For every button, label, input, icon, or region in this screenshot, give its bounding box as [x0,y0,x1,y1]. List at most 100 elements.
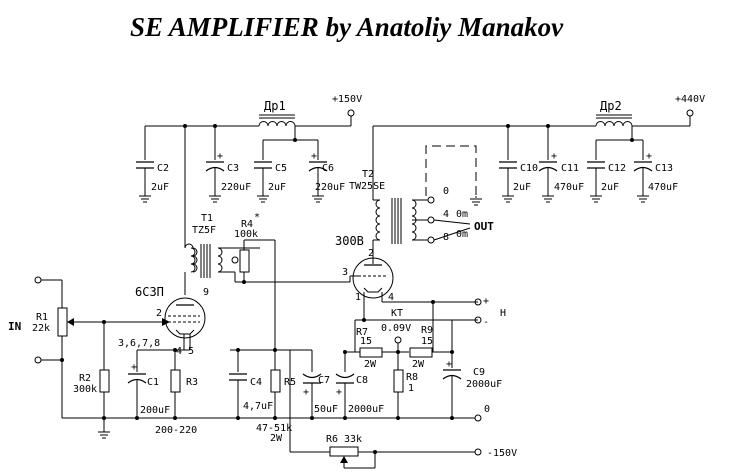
svg-text:R1: R1 [36,312,48,323]
svg-text:3: 3 [342,267,348,278]
svg-text:2000uF: 2000uF [466,379,502,390]
svg-text:4 5: 4 5 [176,346,194,357]
svg-text:0.09V: 0.09V [381,323,411,334]
svg-text:+: + [217,151,223,162]
svg-text:C2: C2 [157,163,169,174]
c10-capacitor: C10 2uF [499,161,538,203]
bias-node: C4 4,7uF R5 47-51k 2W + C7 50uF + C8 200… [229,348,384,444]
svg-text:33k: 33k [344,434,362,445]
svg-text:KT: KT [391,308,403,319]
svg-text:200-220: 200-220 [155,425,197,436]
t2-output-transformer: T2 TW25SE 0 4 8 0m 0m OUT [349,145,494,258]
minus150-label: -150V [487,448,517,459]
ground-rail: 0 [62,404,490,422]
svg-text:1: 1 [408,383,414,394]
svg-text:2uF: 2uF [151,182,169,193]
svg-text:C7: C7 [318,375,330,386]
svg-text:8: 8 [443,232,449,243]
c12-capacitor: C12 2uF [587,161,626,203]
svg-text:2uF: 2uF [601,182,619,193]
svg-text:C4: C4 [250,377,262,388]
svg-text:0: 0 [484,404,490,415]
svg-text:15: 15 [360,336,372,347]
tube-300b: 300B 2 3 1 4 [335,234,394,303]
6s3p-envelope [164,297,206,339]
svg-text:2: 2 [368,248,374,259]
svg-text:9: 9 [203,287,209,298]
svg-text:C11: C11 [561,163,579,174]
svg-text:100k: 100k [234,229,258,240]
c6-capacitor: + C6 220uF [308,151,345,203]
svg-text:200uF: 200uF [140,405,170,416]
svg-text:4: 4 [443,209,449,220]
svg-text:2W: 2W [270,433,283,444]
supply-150v: +150V Др1 C2 2uF [136,94,362,248]
svg-text:+: + [336,387,342,398]
svg-text:R6: R6 [326,434,338,445]
svg-text:C5: C5 [275,163,287,174]
svg-text:-: - [483,317,489,328]
svg-text:2uF: 2uF [268,182,286,193]
svg-text:0: 0 [443,186,449,197]
svg-text:R2: R2 [79,373,91,384]
svg-text:C12: C12 [608,163,626,174]
heater-wiring: + - H KT 0.09V R7 15 2W R9 15 2W R8 1 [343,296,506,418]
svg-text:3,6,7,8: 3,6,7,8 [118,338,160,349]
dr1-coil [258,121,296,127]
svg-text:220uF: 220uF [315,182,345,193]
r2-resistor [99,369,110,393]
svg-text:+: + [551,151,557,162]
svg-text:+: + [131,362,137,373]
r1-potentiometer[interactable] [57,307,68,337]
svg-text:300k: 300k [73,384,97,395]
dr1-label: Др1 [264,99,286,113]
svg-text:+: + [646,151,652,162]
svg-text:R8: R8 [406,372,418,383]
negative-supply: R6 33k -150V [289,350,517,469]
svg-text:T2: T2 [362,169,374,180]
dr2-label: Др2 [600,99,622,113]
c9-capacitor: + C9 2000uF [442,359,502,418]
svg-text:4,7uF: 4,7uF [243,401,273,412]
svg-text:+: + [446,359,452,370]
svg-text:C6: C6 [322,163,334,174]
svg-text:C13: C13 [655,163,673,174]
input-section: IN R1 22k R2 300k [8,276,170,439]
plus150-terminal [347,109,355,117]
t2-primary [375,199,381,241]
input-label: IN [8,320,21,333]
r5-resistor [270,369,281,393]
r3-resistor [170,369,181,393]
input-terminal-hot[interactable] [34,276,42,284]
r4-resistor: R4 * 100k [234,212,350,284]
svg-text:0m: 0m [456,209,468,220]
svg-text:R4: R4 [241,219,253,230]
c2-capacitor: C2 2uF [136,161,169,203]
svg-text:+: + [483,296,489,307]
minus150-terminal[interactable] [474,448,482,456]
r6-potentiometer[interactable] [329,446,359,457]
svg-text:+: + [311,151,317,162]
svg-text:470uF: 470uF [554,182,584,193]
svg-text:22k: 22k [32,323,50,334]
svg-text:C8: C8 [356,375,368,386]
tube-6s3p-label: 6С3П [135,285,164,299]
svg-text:*: * [254,212,260,223]
c3-capacitor: + C3 220uF [205,151,251,203]
ground-terminal[interactable] [474,414,482,422]
tube-6s3p: 6С3П 9 2 3,6,7,8 4 5 [118,285,209,357]
svg-text:2: 2 [156,308,162,319]
dr2-coil [595,121,633,127]
svg-text:220uF: 220uF [221,182,251,193]
input-terminal-ground[interactable] [34,356,42,364]
diagram-title: SE AMPLIFIER by Anatoliy Manakov [130,12,564,42]
plus440-terminal [686,109,694,117]
svg-text:15: 15 [421,336,433,347]
svg-text:47-51k: 47-51k [256,423,292,434]
svg-text:2W: 2W [364,359,377,370]
svg-text:2000uF: 2000uF [348,404,384,415]
plus440-label: +440V [675,94,705,105]
c13-capacitor: + C13 470uF [633,151,678,203]
c5-capacitor: C5 2uF [254,161,287,203]
